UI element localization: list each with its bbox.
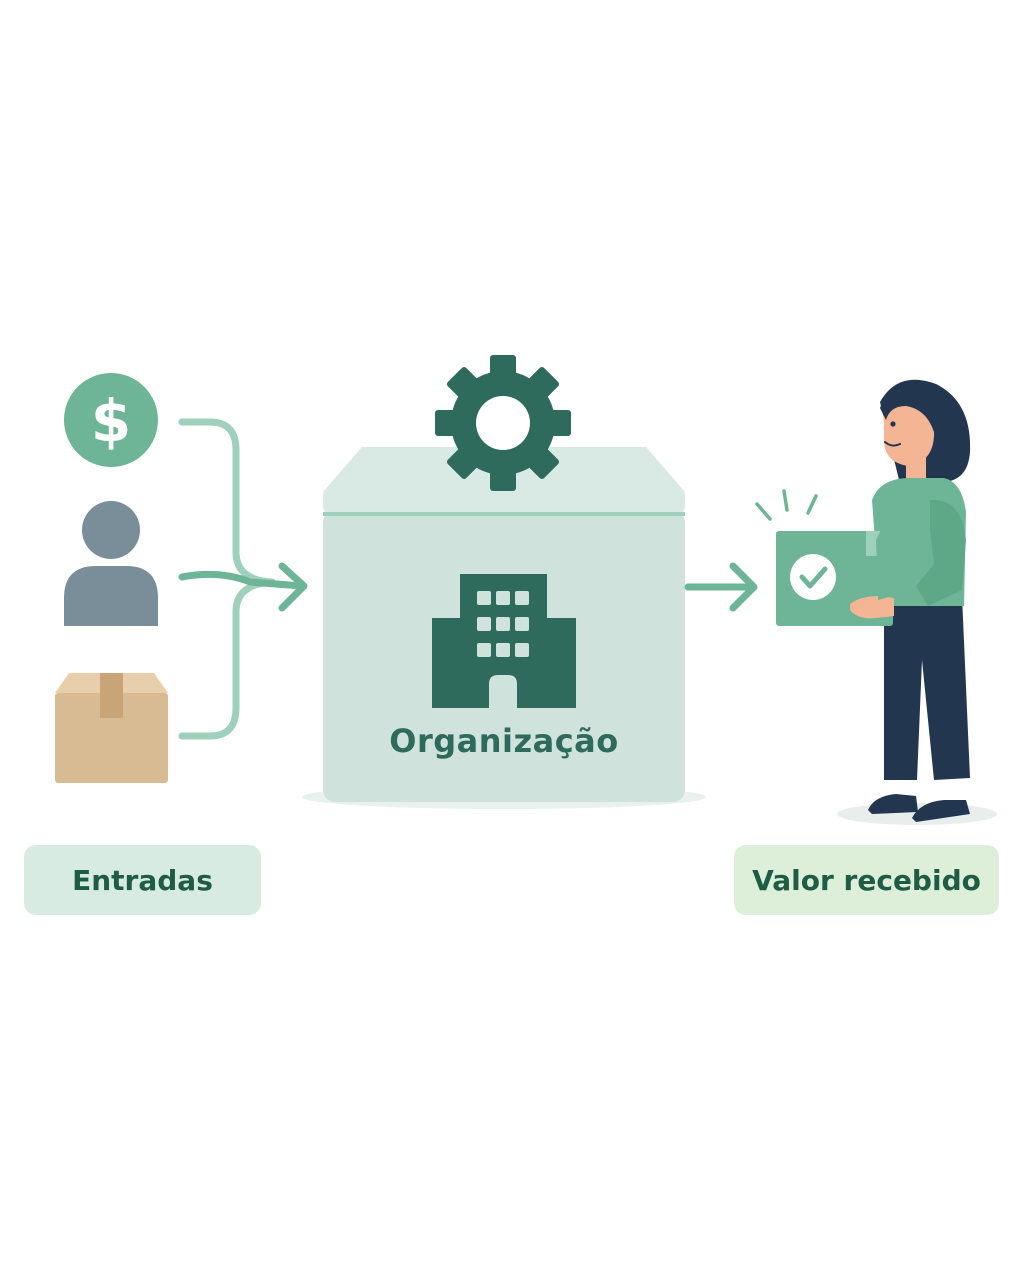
output-arrow	[684, 562, 758, 612]
gear-icon	[435, 355, 571, 491]
package-icon	[55, 673, 168, 783]
svg-text:$: $	[91, 387, 131, 455]
input-connectors	[178, 418, 276, 740]
person-icon	[64, 501, 158, 626]
building-icon	[432, 574, 576, 708]
woman-holding-package	[755, 379, 997, 825]
input-arrow	[178, 562, 308, 612]
inputs-label: Entradas	[24, 845, 261, 915]
organization-label: Organização	[389, 722, 619, 760]
dollar-icon: $	[64, 373, 158, 467]
value-received-label: Valor recebido	[734, 845, 999, 915]
